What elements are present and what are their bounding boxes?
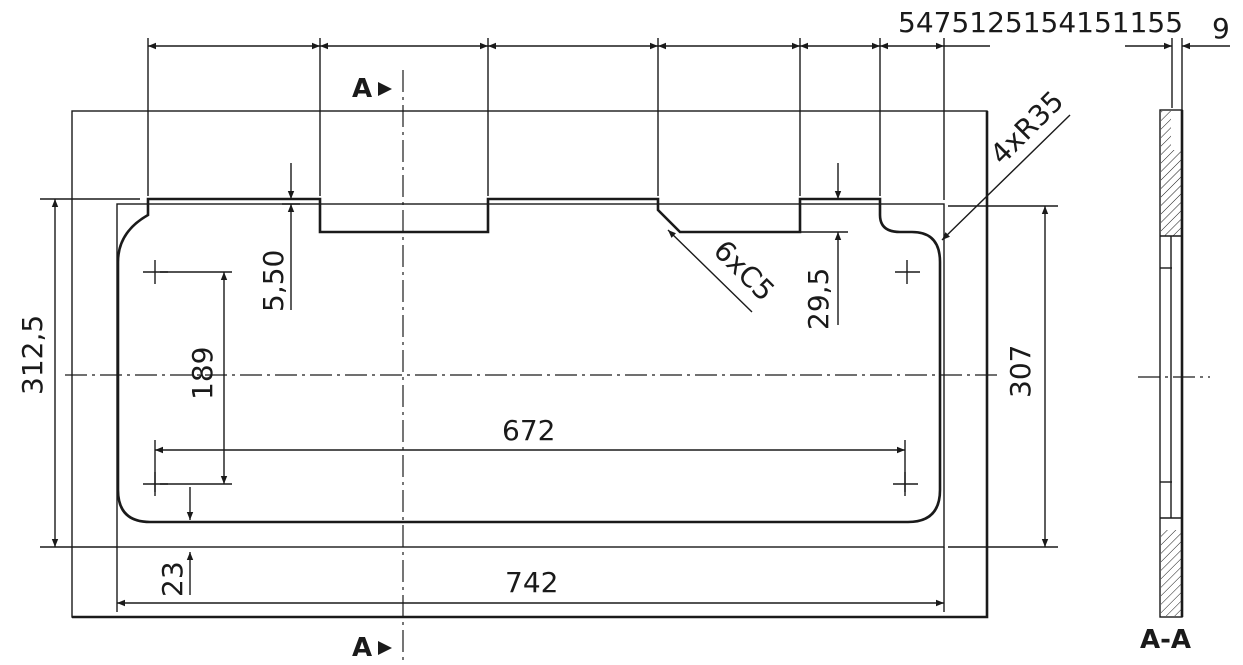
chamfer-label: 6xC5 <box>707 234 781 308</box>
hole-vertical-label: 189 <box>186 347 219 400</box>
top-dimension-chain <box>147 38 990 200</box>
hole-horizontal-dimension <box>154 440 906 492</box>
pocket-depth-label: 5,50 <box>257 250 290 312</box>
overall-height-label: 312,5 <box>16 315 49 395</box>
right-height-label: 307 <box>1004 345 1037 398</box>
section-view-label: A-A <box>1140 625 1191 655</box>
chamfer-leader <box>667 229 753 313</box>
section-arrow-top <box>378 82 392 96</box>
overall-height-dimension <box>40 198 140 548</box>
outer-panel-shadow <box>72 111 989 619</box>
radius-leader <box>941 114 1071 241</box>
section-view <box>1125 38 1230 618</box>
notch-depth-dimension <box>800 163 848 325</box>
notch-depth-label: 29,5 <box>802 268 835 330</box>
overall-width-dimension <box>116 547 945 612</box>
bottom-offset-label: 23 <box>156 561 189 597</box>
pocket-depth-dimension <box>282 163 300 310</box>
section-arrow-bottom <box>378 641 392 655</box>
cutout-contour <box>116 197 942 524</box>
section-mark-bottom: A <box>352 633 372 663</box>
right-height-dimension <box>948 205 1058 548</box>
thickness-label: 9 <box>1212 12 1230 45</box>
hole-horizontal-label: 672 <box>502 414 555 447</box>
overall-width-label: 742 <box>505 566 558 599</box>
top-chain-values: 5475125154151155 <box>898 6 1183 39</box>
section-mark-top: A <box>352 74 372 104</box>
